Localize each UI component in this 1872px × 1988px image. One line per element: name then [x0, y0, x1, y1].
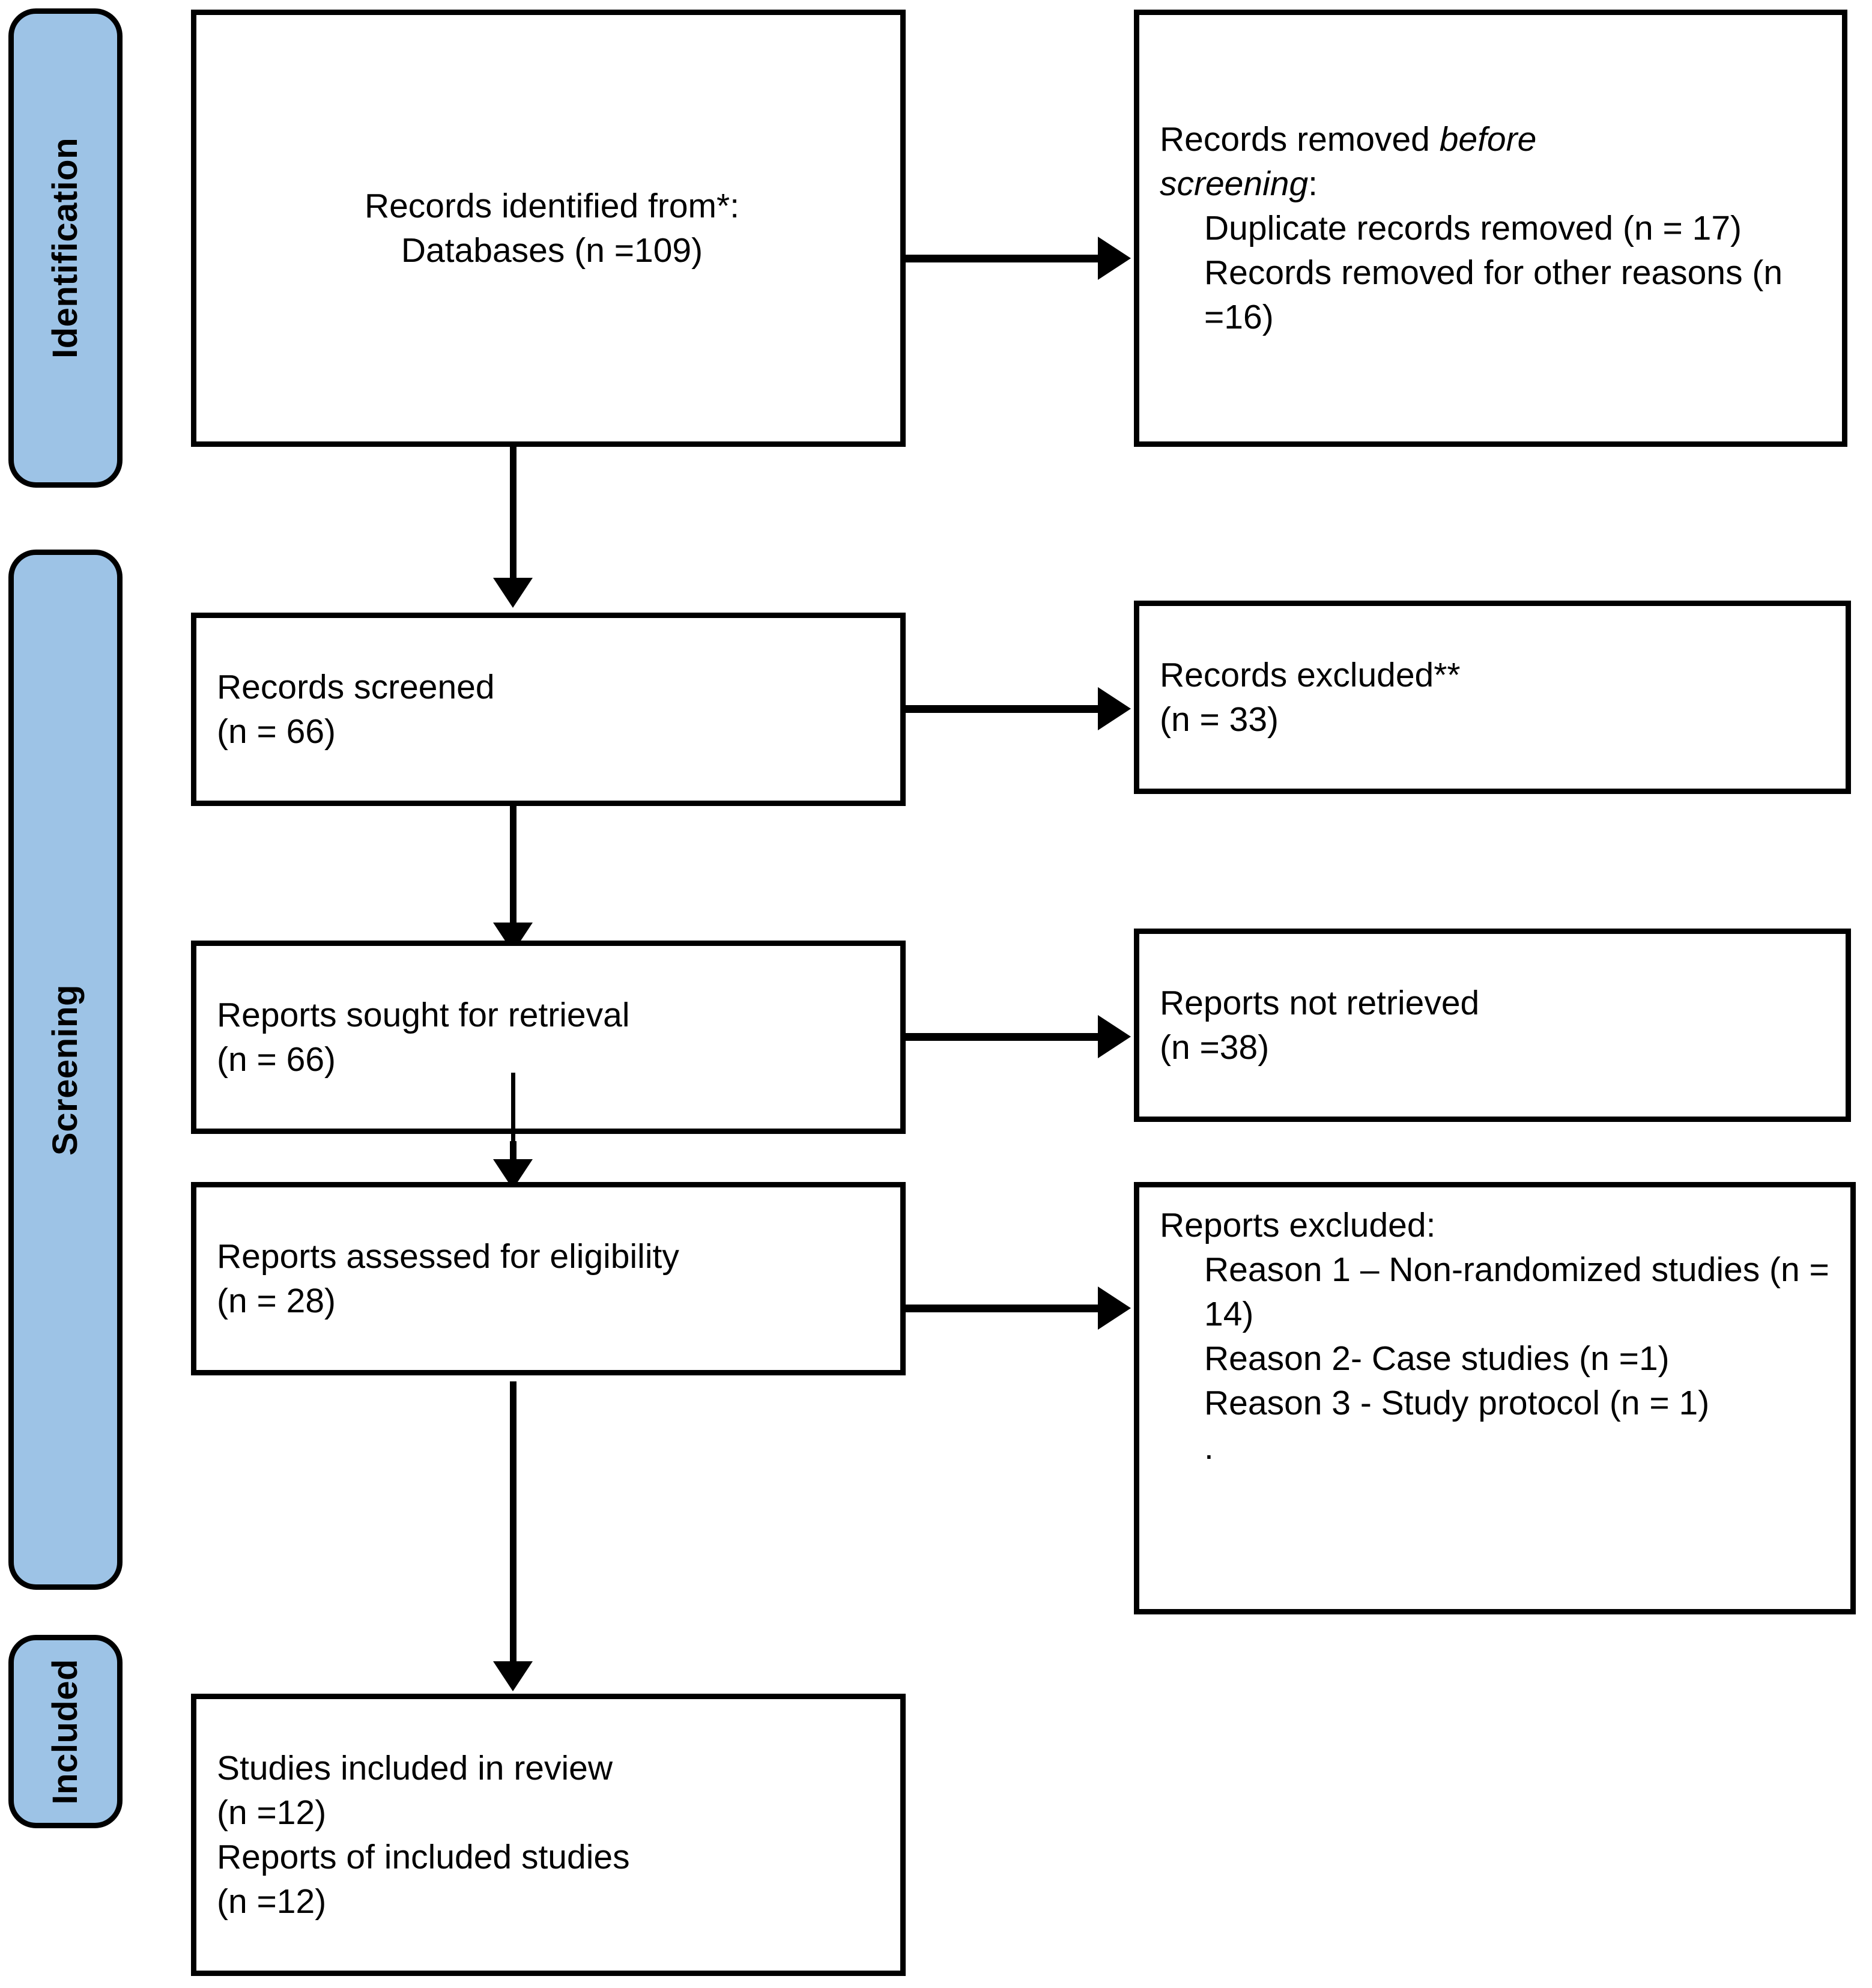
- box-reports-assessed: Reports assessed for eligibility (n = 28…: [191, 1182, 906, 1375]
- box-records-screened: Records screened (n = 66): [191, 613, 906, 806]
- connector-identified-to-screened-line: [510, 442, 516, 581]
- box-reports-excluded-text: Reports excluded: Reason 1 – Non-randomi…: [1139, 1187, 1850, 1470]
- connector-assessed-to-included-line: [510, 1381, 516, 1678]
- box-reports-excluded: Reports excluded: Reason 1 – Non-randomi…: [1134, 1182, 1856, 1614]
- reports-assessed-line2: (n = 28): [217, 1282, 336, 1320]
- records-removed-line1a: Records removed: [1160, 120, 1440, 159]
- records-removed-line2a: screening: [1160, 164, 1309, 203]
- records-excluded-line1: Records excluded**: [1160, 655, 1461, 694]
- phase-bar-screening: Screening: [8, 550, 123, 1590]
- connector-sought-to-assessed-line-inner: [511, 1073, 515, 1177]
- records-screened-line1: Records screened: [217, 667, 495, 706]
- box-studies-included: Studies included in review (n =12) Repor…: [191, 1694, 906, 1976]
- box-records-removed: Records removed before screening: Duplic…: [1134, 10, 1847, 447]
- box-reports-not-retrieved-text: Reports not retrieved (n =38): [1139, 981, 1846, 1070]
- connector-screened-to-excluded-line: [906, 705, 1104, 713]
- reports-not-retrieved-line1: Reports not retrieved: [1160, 983, 1480, 1022]
- connector-assessed-to-excluded-arrowhead: [1098, 1286, 1131, 1330]
- box-records-screened-text: Records screened (n = 66): [196, 665, 900, 754]
- reports-assessed-line1: Reports assessed for eligibility: [217, 1237, 679, 1276]
- records-screened-line2: (n = 66): [217, 712, 336, 751]
- reports-excluded-heading: Reports excluded:: [1160, 1206, 1436, 1244]
- records-identified-line1: Records identified from*:: [364, 186, 740, 225]
- box-records-excluded: Records excluded** (n = 33): [1134, 601, 1851, 794]
- records-removed-line1b: before: [1439, 120, 1537, 159]
- connector-sought-to-notretrieved-arrowhead: [1098, 1015, 1131, 1058]
- records-excluded-line2: (n = 33): [1160, 700, 1279, 739]
- box-studies-included-text: Studies included in review (n =12) Repor…: [196, 1746, 900, 1924]
- connector-identified-to-screened-arrowhead: [493, 578, 533, 608]
- phase-bar-identification: Identification: [8, 8, 123, 488]
- records-removed-item1: Duplicate records removed (n = 17): [1204, 208, 1742, 247]
- box-records-excluded-text: Records excluded** (n = 33): [1139, 653, 1846, 742]
- studies-included-line2: (n =12): [217, 1793, 327, 1832]
- reports-excluded-reason3: Reason 3 - Study protocol (n = 1): [1204, 1384, 1710, 1423]
- records-removed-line2b: :: [1308, 164, 1318, 203]
- phase-label-screening: Screening: [46, 984, 85, 1156]
- phase-bar-included: Included: [8, 1635, 123, 1828]
- records-removed-item2: Records removed for other reasons (n =16…: [1204, 253, 1783, 337]
- box-records-identified: Records identified from*: Databases (n =…: [191, 10, 906, 447]
- box-reports-sought: Reports sought for retrieval (n = 66): [191, 941, 906, 1134]
- studies-included-line4: (n =12): [217, 1882, 327, 1921]
- connector-identified-to-removed-arrowhead: [1098, 237, 1131, 280]
- studies-included-line1: Studies included in review: [217, 1748, 613, 1787]
- phase-label-included: Included: [46, 1658, 85, 1805]
- connector-assessed-to-included-arrowhead: [493, 1661, 533, 1691]
- connector-sought-to-notretrieved-line: [906, 1033, 1104, 1041]
- connector-screened-to-sought-line: [510, 805, 516, 925]
- reports-sought-line2: (n = 66): [217, 1040, 336, 1079]
- reports-excluded-reason2: Reason 2- Case studies (n =1): [1204, 1339, 1670, 1378]
- records-identified-line2: Databases (n =109): [401, 231, 703, 270]
- connector-assessed-to-excluded-line: [906, 1305, 1104, 1312]
- box-reports-not-retrieved: Reports not retrieved (n =38): [1134, 929, 1851, 1122]
- connector-identified-to-removed-line: [906, 255, 1104, 262]
- box-records-identified-text: Records identified from*: Databases (n =…: [196, 184, 900, 273]
- box-reports-assessed-text: Reports assessed for eligibility (n = 28…: [196, 1234, 900, 1323]
- box-reports-sought-text: Reports sought for retrieval (n = 66): [196, 993, 900, 1082]
- connector-screened-to-excluded-arrowhead: [1098, 687, 1131, 730]
- studies-included-line3: Reports of included studies: [217, 1838, 630, 1876]
- reports-excluded-reason1: Reason 1 – Non-randomized studies (n = 1…: [1204, 1250, 1829, 1334]
- reports-sought-line1: Reports sought for retrieval: [217, 995, 630, 1034]
- box-records-removed-text: Records removed before screening: Duplic…: [1139, 117, 1842, 339]
- reports-not-retrieved-line2: (n =38): [1160, 1028, 1270, 1067]
- phase-label-identification: Identification: [46, 138, 85, 359]
- reports-excluded-trailing: .: [1204, 1428, 1214, 1467]
